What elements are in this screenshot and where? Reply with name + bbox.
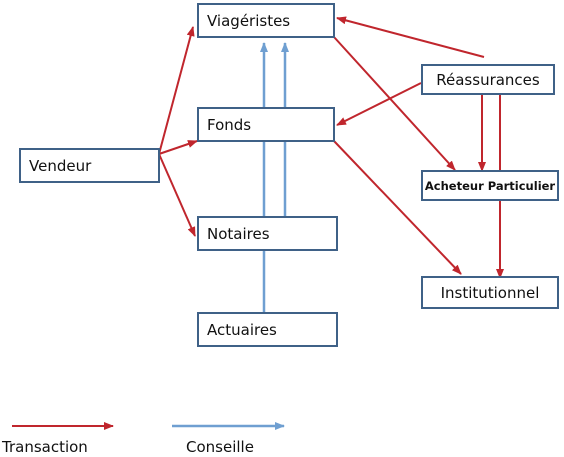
node-actuaires: Actuaires xyxy=(197,312,338,347)
edge-vendeur-notaires xyxy=(158,153,196,237)
edge-vendeur-fonds xyxy=(158,140,198,155)
edge-reassurances-viageristes xyxy=(336,16,485,58)
edge-reassurances-fonds xyxy=(336,82,422,126)
node-vendeur: Vendeur xyxy=(19,148,160,183)
legend-conseille-label: Conseille xyxy=(186,438,254,456)
legend-transaction-label: Transaction xyxy=(2,438,88,456)
node-reassurances: Réassurances xyxy=(421,64,555,95)
node-fonds: Fonds xyxy=(197,107,335,142)
edge-fonds-institutionnel xyxy=(333,140,462,275)
edge-viageristes-acheteur xyxy=(333,36,456,171)
node-viageristes: Viagéristes xyxy=(197,3,335,38)
node-notaires: Notaires xyxy=(197,216,338,251)
node-institutionnel: Institutionnel xyxy=(421,276,559,309)
edge-vendeur-viageristes xyxy=(158,26,195,155)
node-acheteur-particulier: Acheteur Particulier xyxy=(421,170,559,201)
